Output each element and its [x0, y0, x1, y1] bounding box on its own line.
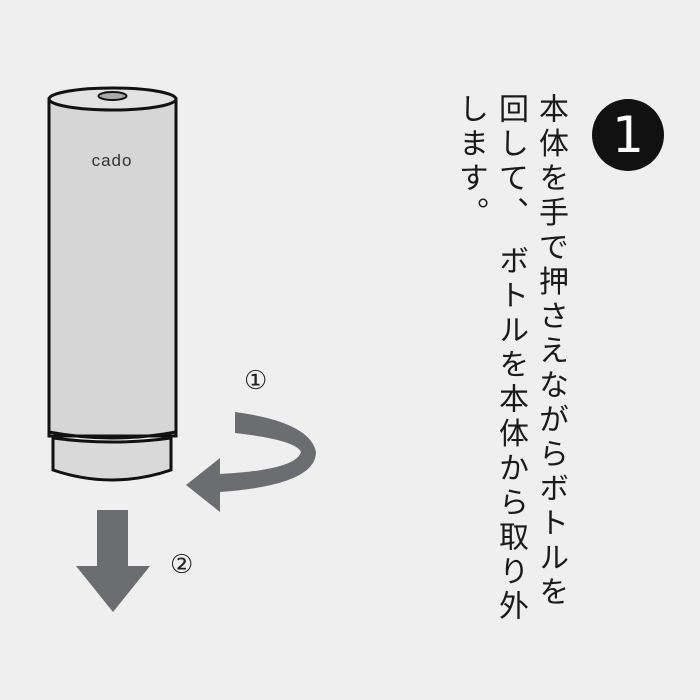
brand-logo: cado	[92, 151, 133, 170]
instruction-line-2a: 回して、	[493, 93, 528, 231]
rotate-step-label: ①	[244, 366, 268, 396]
rotate-arrow-icon	[186, 412, 316, 512]
down-arrow-icon	[76, 510, 150, 612]
instruction-line-1: 本体を手で押さえながらボトルを	[533, 93, 568, 611]
instruction-line-3: します。	[453, 93, 488, 231]
humidifier-body: cado	[47, 86, 178, 482]
instruction-line-2: 回して、ボトルを本体から取り外	[492, 93, 528, 625]
step-number-badge: 1	[592, 99, 664, 171]
pull-step-label: ②	[170, 550, 194, 580]
instruction-line-2b: ボトルを本体から取り外	[493, 245, 528, 625]
water-bottle	[51, 436, 173, 482]
top-outlet	[97, 91, 128, 101]
